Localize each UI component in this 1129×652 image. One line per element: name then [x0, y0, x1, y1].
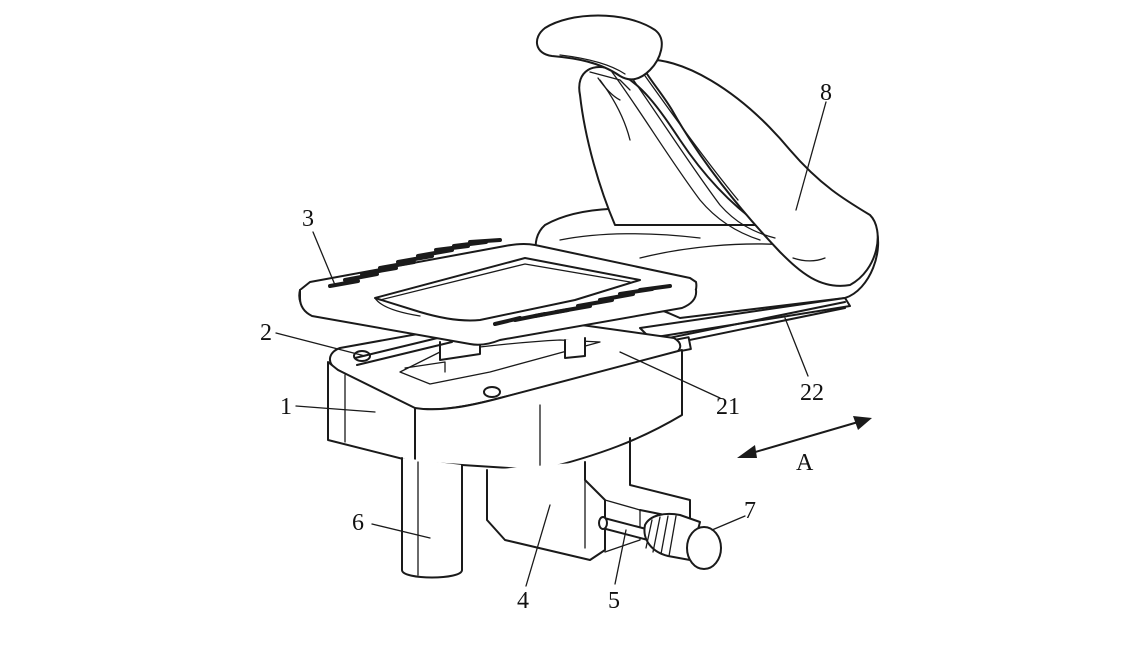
label-4: 4: [517, 588, 529, 614]
knob: [643, 512, 722, 570]
leader-lines: [275, 101, 827, 587]
frame: [298, 238, 698, 346]
base: [327, 320, 683, 471]
label-A: A: [796, 450, 814, 476]
label-3: 3: [302, 206, 314, 232]
label-8: 8: [820, 80, 832, 106]
label-7: 7: [744, 498, 756, 524]
label-2: 2: [260, 320, 272, 346]
rail-2: [354, 334, 453, 366]
lower-block: [486, 437, 691, 561]
label-1: 1: [280, 394, 292, 420]
post: [401, 457, 463, 579]
label-6: 6: [352, 510, 364, 536]
direction-arrow: [737, 416, 872, 458]
label-22: 22: [800, 380, 824, 406]
label-21: 21: [716, 394, 740, 420]
label-5: 5: [608, 588, 620, 614]
reference-labels: 3 2 1 6 4 5 7 8 21 22 A: [260, 80, 832, 614]
